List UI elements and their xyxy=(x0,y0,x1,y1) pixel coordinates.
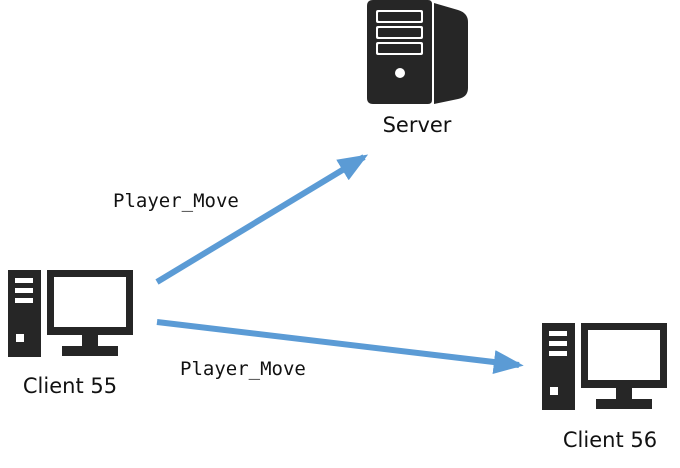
desktop-computer-icon xyxy=(8,270,133,357)
edge-label-to-client56: Player_Move xyxy=(180,358,306,380)
arrow-client55-to-server xyxy=(155,154,369,285)
server-label: Server xyxy=(383,113,452,137)
client-56-label: Client 56 xyxy=(563,428,657,452)
arrow-client55-to-client56 xyxy=(156,319,524,374)
edge-label-to-server: Player_Move xyxy=(113,190,239,212)
client-55-label: Client 55 xyxy=(23,374,117,398)
desktop-computer-icon xyxy=(542,323,667,410)
server-icon xyxy=(367,0,468,104)
